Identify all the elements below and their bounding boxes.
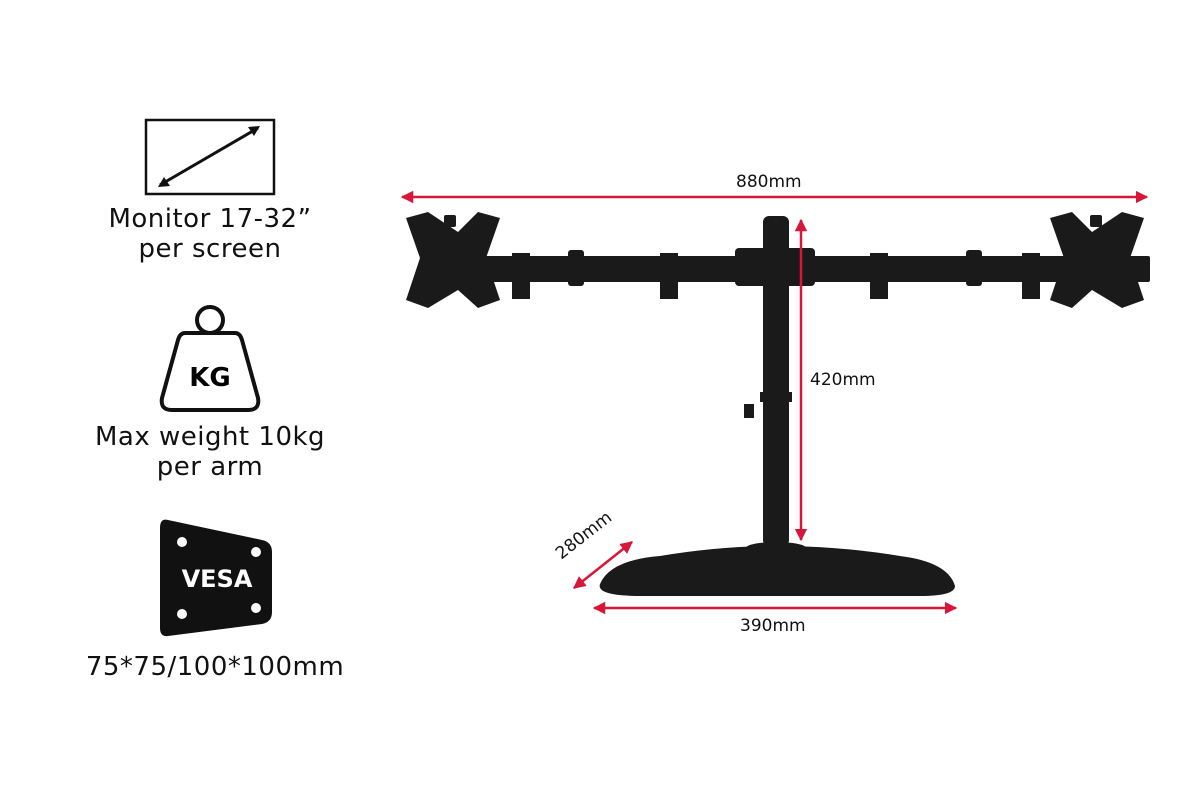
monitor-stand (406, 212, 1150, 596)
feature-line: Max weight 10kg (94, 422, 326, 452)
weight-icon-label: KG (189, 363, 231, 393)
feature-vesa: 75*75/100*100mm (40, 652, 390, 682)
depth-dimension-line (573, 541, 633, 589)
feature-line: Monitor 17-32” (108, 204, 312, 234)
height-dimension-label: 420mm (810, 370, 876, 390)
weight-icon: KG (159, 305, 261, 412)
feature-line: 75*75/100*100mm (85, 652, 345, 682)
base-width-dimension-label: 390mm (740, 616, 806, 636)
feature-line: per screen (138, 234, 282, 264)
feature-screen-size: Monitor 17-32” per screen (60, 204, 360, 264)
dimension-lines (400, 190, 1149, 615)
feature-line: per arm (156, 452, 264, 482)
width-dimension-label: 880mm (736, 172, 802, 192)
screen-size-icon (144, 118, 276, 196)
feature-max-weight: Max weight 10kg per arm (60, 422, 360, 482)
vesa-icon-label: VESA (182, 565, 253, 593)
vesa-plate-icon: VESA (160, 519, 272, 637)
